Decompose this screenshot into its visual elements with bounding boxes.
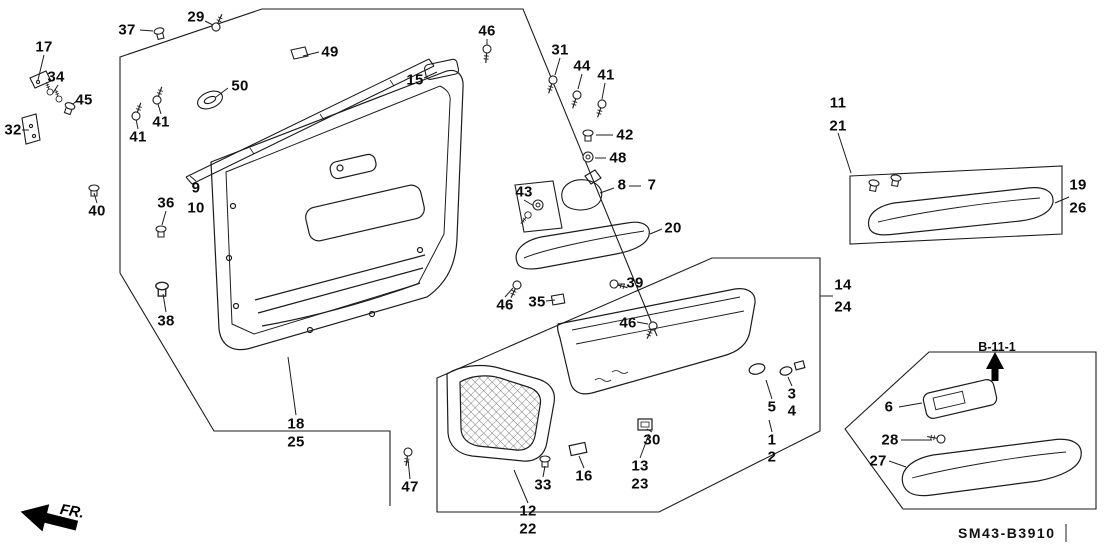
fasteners-left-top: [21, 12, 492, 297]
diagram-code: SM43-B3910: [958, 525, 1056, 541]
ref-arrow-icon: [986, 352, 1004, 381]
fr-arrow-icon: [20, 504, 79, 532]
door-trim-panel-drawing: [210, 69, 464, 351]
bottom-right-group: [901, 352, 1082, 497]
leader-lines: [22, 20, 1070, 542]
fasteners-center: [401, 74, 659, 468]
group-frames: [119, 8, 1097, 513]
rear-armrest-group: [867, 173, 1054, 236]
armrest-drawing: [515, 221, 650, 270]
lower-lining-group: [446, 288, 806, 468]
weatherstrip-molding-drawing: [185, 58, 435, 185]
